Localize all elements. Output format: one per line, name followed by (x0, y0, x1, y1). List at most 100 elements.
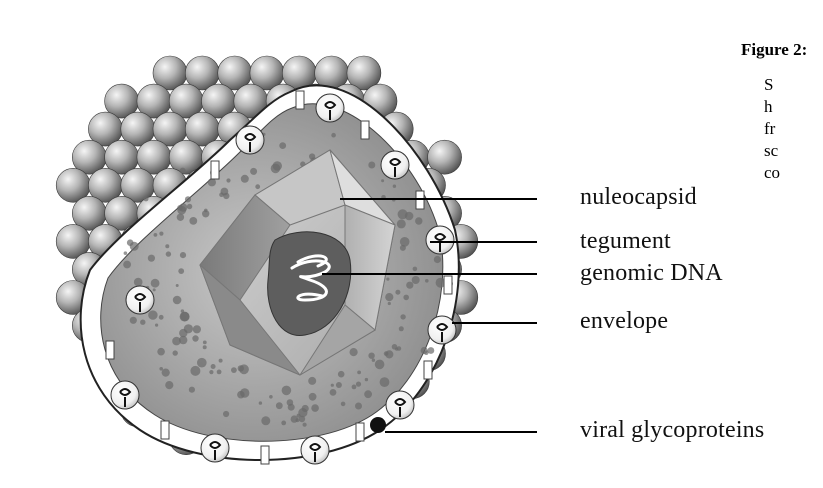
tegument-dot (240, 388, 249, 397)
label-nucleocapsid: nuleocapsid (580, 184, 697, 211)
tegument-dot (154, 233, 158, 237)
tegument-dot (302, 405, 309, 412)
tegument-dot (151, 279, 160, 288)
tegument-dot (259, 401, 262, 404)
tegument-dot (203, 341, 207, 345)
tegument-dot (386, 278, 389, 281)
tegument-dot (238, 365, 244, 371)
tegument-dot (189, 387, 195, 393)
tegument-dot (209, 370, 213, 374)
tegument-dot (173, 350, 178, 355)
tegument-dot (250, 168, 257, 175)
tegument-dot (123, 261, 131, 269)
membrane-protein (106, 341, 114, 359)
tegument-dot (395, 290, 400, 295)
tegument-dot (413, 267, 418, 272)
tegument-dot (356, 382, 361, 387)
tegument-dot (223, 411, 229, 417)
tegument-dot (177, 214, 184, 221)
tegument-dot (173, 296, 182, 305)
tegument-dot (185, 196, 191, 202)
tegument-dot (177, 206, 186, 215)
figure-title: Figure 2: (741, 40, 807, 60)
tegument-dot (226, 178, 230, 182)
tegument-dot (261, 416, 270, 425)
tegument-dot (364, 390, 372, 398)
tegument-dot (190, 366, 200, 376)
tegument-dot (148, 310, 157, 319)
tegument-dot (187, 204, 192, 209)
tegument-dot (189, 217, 197, 225)
membrane-protein (424, 361, 432, 379)
tegument-dot (162, 369, 170, 377)
tegument-dot (308, 377, 316, 385)
tegument-dot (375, 360, 385, 370)
tegument-dot (388, 302, 391, 305)
label-genomic-dna: genomic DNA (580, 260, 723, 287)
tegument-dot (176, 284, 179, 287)
tegument-dot (231, 367, 237, 373)
tegument-dot (372, 359, 375, 362)
tegument-dot (172, 337, 181, 346)
tegument-dot (368, 162, 375, 169)
label-envelope: envelope (580, 308, 668, 335)
caption-line: h (764, 96, 823, 118)
tegument-dot (400, 314, 405, 319)
tegument-dot (155, 324, 158, 327)
tegument-dot (397, 219, 406, 228)
tegument-dot (269, 395, 273, 399)
tegument-dot (221, 188, 229, 196)
tegument-dot (428, 347, 435, 354)
caption-line: S (764, 74, 823, 96)
tegument-dot (341, 402, 346, 407)
tegument-dot (350, 348, 358, 356)
membrane-protein (211, 161, 219, 179)
tegument-dot (197, 358, 207, 368)
tegument-dot (178, 268, 184, 274)
tegument-dot (241, 175, 249, 183)
tegument-dot (412, 276, 420, 284)
tegument-dot (368, 353, 374, 359)
tegument-dot (144, 196, 149, 201)
tegument-dot (338, 371, 345, 378)
tegument-dot (385, 293, 393, 301)
tegument-dot (399, 326, 404, 331)
tegument-dot (406, 282, 413, 289)
caption-line: sc (764, 140, 823, 162)
tegument-dot (255, 184, 260, 189)
label-tegument: tegument (580, 228, 671, 255)
tegument-dot (355, 403, 362, 410)
tegument-dot (130, 317, 137, 324)
tegument-dot (148, 255, 155, 262)
tegument-dot (140, 320, 145, 325)
membrane-protein (296, 91, 304, 109)
tegument-dot (281, 421, 286, 426)
tegument-dot (180, 252, 186, 258)
tegument-dot (415, 217, 422, 224)
tegument-dot (403, 295, 409, 301)
tegument-dot (159, 367, 163, 371)
tegument-dot (134, 278, 143, 287)
tegument-dot (385, 350, 393, 358)
tegument-dot (331, 133, 336, 138)
tegument-dot (157, 348, 165, 356)
tegument-dot (434, 256, 441, 263)
tegument-dot (124, 251, 128, 255)
tegument-dot (365, 378, 368, 381)
tegument-dot (279, 142, 286, 149)
tegument-dot (180, 312, 189, 321)
tegument-dot (303, 423, 307, 427)
tegument-dot (381, 179, 384, 182)
figure-caption: S h fr sc co (764, 74, 823, 184)
membrane-protein (356, 423, 364, 441)
tegument-dot (219, 359, 223, 363)
tegument-dot (352, 385, 357, 390)
tegument-dot (395, 348, 398, 351)
tegument-dot (393, 185, 396, 188)
caption-line: fr (764, 118, 823, 140)
tegument-dot (405, 212, 414, 221)
tegument-dot (276, 402, 283, 409)
tegument-dot (166, 251, 171, 256)
tegument-dot (179, 329, 187, 337)
